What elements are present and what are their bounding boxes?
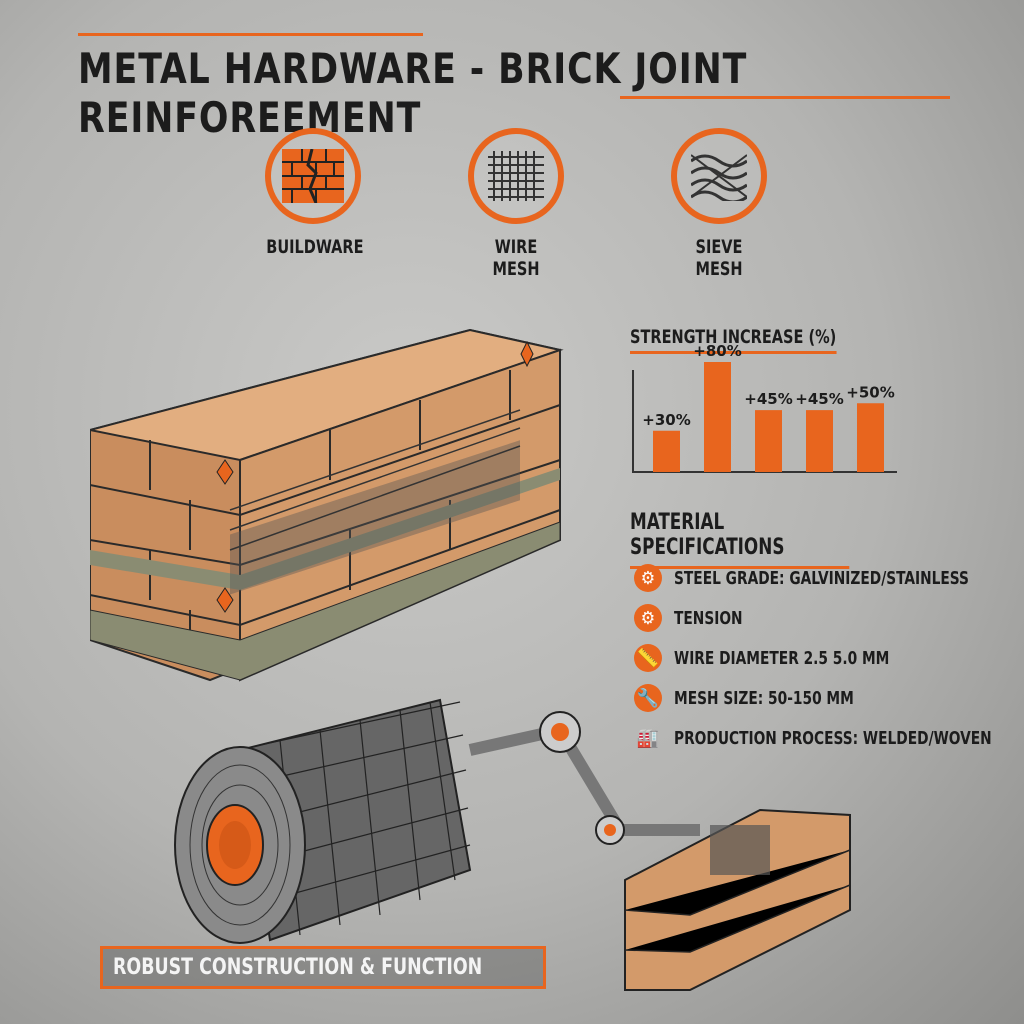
chart-bar [857,403,884,472]
footer-badge-text: ROBUST CONSTRUCTION & FUNCTION [113,955,483,980]
spec-label: MESH SIZE: 50-150 MM [674,687,854,709]
chart-bar [653,430,680,472]
brick-wall-illustration [90,328,564,682]
chart-data-label: +30% [642,411,690,429]
chart-data-label: +50% [846,383,894,401]
specs-title: MATERIAL SPECIFICATIONS [630,510,850,569]
wrench-icon: 🔧 [634,684,662,712]
gear-icon: ⚙ [634,604,662,632]
spec-label: TENSION [674,607,743,629]
chart-data-label: +80% [693,342,741,360]
factory-icon: 🏭 [636,727,660,749]
category-label: WIRE MESH [492,236,540,280]
strength-bar-chart: +30%+80%+45%+45%+50% [632,342,897,473]
spec-label: WIRE DIAMETER 2.5 5.0 MM [674,647,890,669]
category-buildware: BUILDWARE [258,128,368,258]
spec-item-steel-grade: ⚙ STEEL GRADE: GALVINIZED/STAINLESS [634,564,1021,592]
chart-data-label: +45% [795,390,843,408]
category-sieve-mesh: SIEVE MESH [664,128,774,280]
woven-mesh-icon [671,128,767,224]
brick-wall-icon [265,128,361,224]
spec-item-tension: ⚙ TENSION [634,604,755,632]
gear-icon: ⚙ [634,564,662,592]
chart-title: STRENGTH INCREASE (%) [630,326,837,354]
category-wire-mesh: WIRE MESH [461,128,571,280]
spec-item-mesh-size: 🔧 MESH SIZE: 50-150 MM [634,684,886,712]
spec-label: STEEL GRADE: GALVINIZED/STAINLESS [674,567,969,589]
spec-label: PRODUCTION PROCESS: WELDED/WOVEN [674,727,992,749]
spec-item-production: 🏭 PRODUCTION PROCESS: WELDED/WOVEN [634,724,1024,752]
wire-mesh-icon [468,128,564,224]
category-label: BUILDWARE [266,236,364,258]
footer-badge: ROBUST CONSTRUCTION & FUNCTION [100,946,546,989]
mesh-roll-illustration [174,698,851,991]
chart-bar [704,362,731,472]
category-label: SIEVE MESH [695,236,743,280]
title-underline [620,96,950,99]
page-title: METAL HARDWARE - BRICK JOINT REINFOREEME… [78,44,748,142]
chart-bar [755,410,782,472]
chart-bar [806,410,833,472]
ruler-icon: 📏 [634,644,662,672]
chart-data-label: +45% [744,390,792,408]
title-accent-line [78,33,423,36]
spec-item-wire-diameter: 📏 WIRE DIAMETER 2.5 5.0 MM [634,644,927,672]
